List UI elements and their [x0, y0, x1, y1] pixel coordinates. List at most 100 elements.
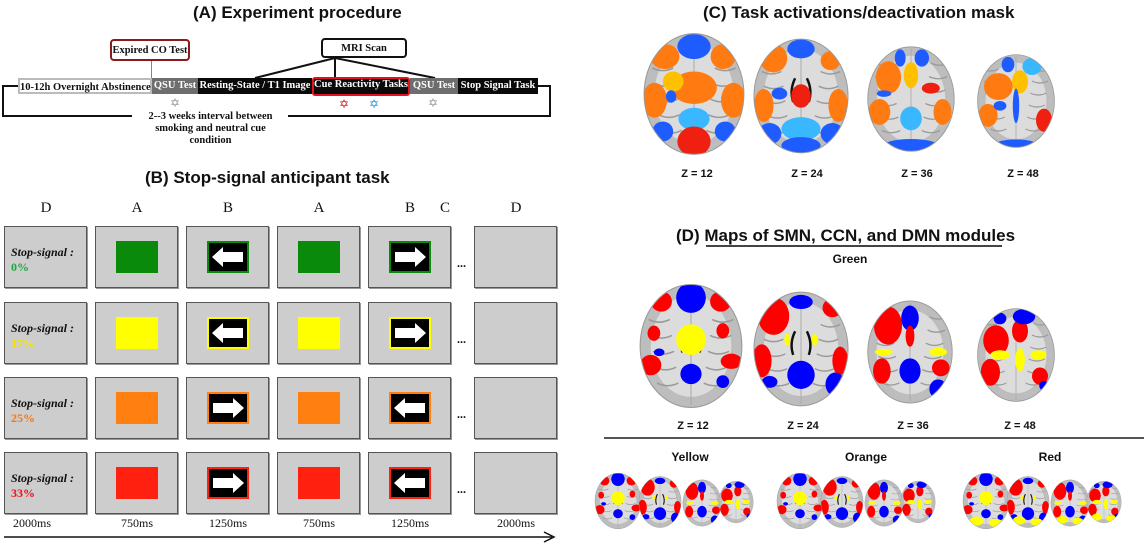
sulcus: [709, 498, 718, 501]
condition-label-orange: Orange: [844, 450, 887, 464]
activation-cluster: [993, 101, 1007, 111]
stop-signal-label: Stop-signal :: [11, 321, 75, 335]
brain-outline: [638, 476, 682, 528]
panel-c-title: (C) Task activations/deactivation mask: [703, 3, 1015, 22]
activation-cluster: [1032, 495, 1036, 501]
activation-cluster: [665, 90, 677, 103]
activation-cluster: [652, 495, 656, 501]
activation-cluster: [664, 495, 668, 501]
activation-cluster: [724, 499, 734, 505]
arrow-screen: [368, 302, 451, 364]
stop-signal-label: Stop-signal :: [11, 471, 75, 485]
activation-cluster: [710, 44, 736, 70]
brain-slice-activation: [643, 33, 745, 155]
timeline-qsu-test-2: QSU Test: [410, 78, 458, 94]
activation-cluster: [653, 507, 667, 520]
sulcus: [924, 498, 932, 500]
activation-cluster: [710, 291, 732, 312]
sulcus: [927, 329, 946, 333]
activation-cluster: [1037, 479, 1047, 488]
activation-cluster: [611, 473, 625, 487]
activation-cluster: [903, 488, 915, 503]
activation-cluster: [697, 505, 707, 518]
activation-cluster: [594, 505, 605, 515]
arrow-stimulus: [389, 392, 431, 424]
brain-outline: [900, 480, 936, 524]
activation-cluster: [631, 504, 642, 512]
arrow-stimulus: [389, 317, 431, 349]
brain-thumbnail-yellow: [682, 479, 722, 527]
sulcus: [878, 355, 897, 360]
sulcus: [891, 498, 900, 501]
ellipsis: ...: [457, 256, 466, 270]
activation-cluster: [1056, 515, 1068, 524]
brain-thumbnail-orange: [864, 479, 904, 527]
activation-cluster: [629, 490, 636, 498]
brain-thumbnail-red: [962, 472, 1010, 530]
activation-cluster: [669, 479, 679, 488]
activation-cluster: [994, 476, 1005, 486]
column-letter-b: B: [222, 200, 233, 216]
sulcus: [1028, 104, 1046, 108]
ventricle: [1023, 493, 1026, 505]
activation-cluster: [1080, 506, 1088, 515]
activation-cluster: [1102, 486, 1110, 497]
blank-screen: [474, 377, 557, 439]
brain-outline: [977, 54, 1055, 148]
sulcus: [993, 503, 1004, 505]
activation-cluster: [611, 491, 625, 506]
cue-screen: [95, 452, 178, 514]
activation-cluster: [680, 363, 702, 385]
activation-cluster: [828, 88, 849, 122]
brain-slice-activation: [753, 38, 849, 154]
slice-label: Z = 36: [897, 420, 929, 432]
duration-label: 750ms: [302, 516, 335, 530]
sulcus: [1110, 498, 1118, 500]
sulcus: [1036, 490, 1046, 493]
sulcus: [666, 510, 676, 513]
activation-cluster: [781, 476, 792, 486]
cue-screen: [277, 377, 360, 439]
activation-cluster: [832, 346, 849, 375]
activation-cluster: [1053, 482, 1067, 500]
activation-cluster: [876, 90, 892, 97]
sulcus: [881, 129, 901, 134]
activation-cluster: [999, 504, 1010, 512]
cue-screen: [277, 302, 360, 364]
activation-cluster: [716, 323, 730, 339]
activation-cluster: [932, 359, 950, 377]
sulcus: [1109, 503, 1118, 505]
slice-label: Z = 36: [901, 168, 933, 180]
activation-cluster: [984, 73, 1013, 101]
stop-signal-info-screen: Stop-signal :25%: [4, 377, 87, 439]
column-letter-a: A: [313, 200, 325, 216]
activation-cluster: [990, 350, 1010, 360]
sulcus: [1030, 346, 1047, 350]
color-cue-square: [298, 392, 340, 424]
co-connector: [151, 61, 152, 78]
right-arrow-icon: [213, 473, 244, 493]
activation-cluster: [929, 347, 947, 357]
activation-cluster: [795, 509, 805, 519]
stop-signal-percent: 33%: [11, 486, 35, 500]
brain-thumbnail-yellow: [594, 472, 642, 530]
brain-outline: [639, 283, 743, 409]
activation-cluster: [1102, 481, 1113, 489]
brain-outline: [1086, 480, 1122, 524]
arrow-screen: [368, 377, 451, 439]
sulcus: [656, 382, 679, 387]
activation-cluster: [716, 375, 730, 388]
activation-cluster: [676, 284, 706, 313]
brain-thumbnail-red: [1050, 479, 1090, 527]
brain-slice-activation: [977, 54, 1055, 148]
duration-label: 1250ms: [208, 516, 247, 530]
stop-signal-info-screen: Stop-signal :17%: [4, 302, 87, 364]
cue-screen: [277, 452, 360, 514]
activation-cluster: [640, 354, 662, 376]
sulcus: [923, 355, 942, 360]
sulcus: [627, 488, 638, 491]
interval-note: 2--3 weeks interval between smoking and …: [133, 111, 288, 147]
activation-cluster: [598, 491, 605, 499]
timeline-resting-state: Resting-State / T1 Image: [198, 78, 312, 94]
color-cue-square: [116, 392, 158, 424]
